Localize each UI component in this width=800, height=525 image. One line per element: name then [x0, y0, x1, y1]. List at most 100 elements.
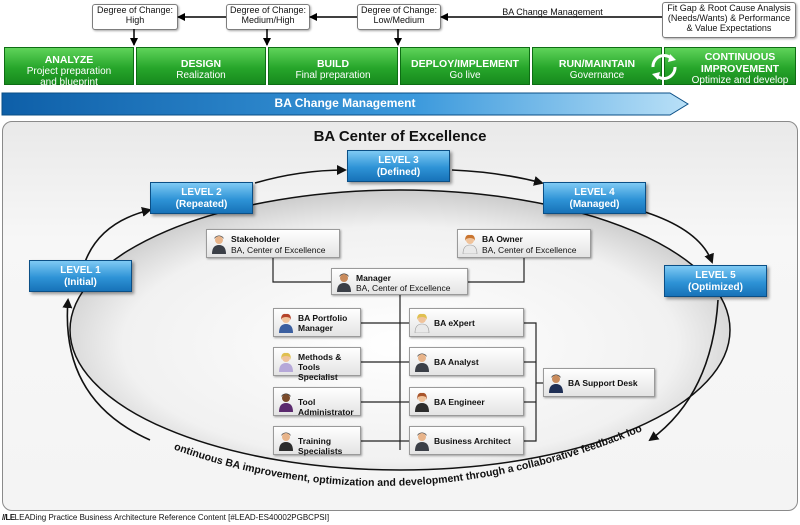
- role-ba-analyst: BA Analyst: [409, 347, 524, 376]
- fit-gap-analysis-box: Fit Gap & Root Cause Analysis (Needs/Wan…: [662, 2, 796, 38]
- role-training-specialists: Training Specialists: [273, 426, 361, 456]
- person-icon: [279, 393, 293, 412]
- level-state: (Managed): [569, 199, 620, 210]
- phase-title: CONTINUOUS IMPROVEMENT: [700, 51, 780, 75]
- phase-title: DEPLOY/IMPLEMENT: [411, 58, 519, 70]
- gap-box-line: High: [125, 15, 145, 25]
- person-icon: [279, 352, 293, 372]
- person-icon: [415, 392, 429, 412]
- level-5-box: LEVEL 5 (Optimized): [664, 265, 767, 297]
- phase-sub: and blueprint: [40, 77, 98, 88]
- role-ba-portfolio-manager: BA Portfolio Manager: [273, 308, 361, 337]
- phase-sub: Final preparation: [295, 70, 371, 81]
- gap-box-line: Degree of Change:: [360, 5, 438, 15]
- arrow-level3-to-level4: [451, 169, 544, 186]
- role-sub: BA, Center of Excellence: [482, 245, 577, 255]
- role-sub: BA, Center of Excellence: [356, 283, 451, 293]
- cycle-icon: [651, 54, 677, 80]
- phase-analyze: ANALYZE Project preparation and blueprin…: [4, 47, 134, 88]
- level-state: (Optimized): [688, 282, 743, 293]
- person-icon: [415, 432, 429, 451]
- person-icon: [279, 313, 293, 333]
- role-name: Manager: [356, 273, 391, 283]
- degree-of-change-medhigh-box: Degree of Change: Medium/High: [226, 4, 310, 30]
- role-name: BA Owner: [482, 234, 523, 244]
- person-icon: [462, 234, 478, 254]
- role-sub: BA, Center of Excellence: [231, 245, 326, 255]
- phase-sub: Project preparation: [26, 66, 112, 77]
- person-icon: [337, 273, 351, 292]
- top-change-arrows: [130, 13, 662, 46]
- phase-sub: Go live: [449, 70, 481, 81]
- phase-sub: Realization: [176, 70, 226, 81]
- phase-run-maintain: RUN/MAINTAIN Governance: [532, 47, 662, 85]
- phase-build: BUILD Final preparation: [268, 47, 398, 85]
- phase-title: RUN/MAINTAIN: [558, 58, 636, 70]
- role-ba-support-desk: BA Support Desk: [543, 368, 655, 397]
- role-name: Tool Administrator: [298, 397, 354, 417]
- role-name: BA Portfolio Manager: [298, 313, 348, 333]
- level-state: (Defined): [376, 167, 421, 178]
- person-icon: [415, 353, 429, 372]
- arrow-level1-to-level2: [84, 207, 152, 263]
- role-name: Training Specialists: [298, 436, 343, 456]
- level-state: (Repeated): [175, 199, 228, 210]
- person-icon: [279, 432, 293, 451]
- phase-title: ANALYZE: [44, 54, 94, 66]
- phase-continuous-improvement: CONTINUOUS IMPROVEMENT Optimize and deve…: [664, 47, 796, 86]
- role-methods-tools-specialist: Methods & Tools Specialist: [273, 347, 361, 382]
- arrow-level2-to-level3: [254, 165, 347, 184]
- phase-deploy: DEPLOY/IMPLEMENT Go live: [400, 47, 530, 85]
- gap-box-line: Medium/High: [241, 15, 295, 25]
- role-ba-expert: BA eXpert: [409, 308, 524, 337]
- level-1-box: LEVEL 1 (Initial): [29, 260, 132, 292]
- change-management-bar-label: BA Change Management: [274, 96, 416, 110]
- footer: //LELEADing Practice Business Architectu…: [2, 513, 329, 522]
- level-2-box: LEVEL 2 (Repeated): [150, 182, 253, 214]
- role-name: BA Support Desk: [568, 378, 638, 388]
- phase-sub: Governance: [569, 70, 625, 81]
- leading-practice-logo: //LE: [2, 513, 15, 522]
- person-icon: [414, 313, 430, 333]
- phase-title: DESIGN: [180, 58, 222, 70]
- phase-sub: Optimize and develop: [691, 75, 789, 86]
- role-name: BA Engineer: [434, 397, 485, 407]
- role-name: Methods & Tools Specialist: [298, 352, 342, 382]
- role-manager: Manager BA, Center of Excellence: [331, 268, 468, 295]
- top-arrow-label: BA Change Management: [502, 7, 603, 17]
- role-name: BA eXpert: [434, 318, 475, 328]
- role-ba-engineer: BA Engineer: [409, 387, 524, 416]
- level-name: LEVEL 4: [574, 187, 615, 198]
- gap-box-line: Degree of Change:: [229, 5, 307, 15]
- change-management-bar-shape: [1, 92, 689, 116]
- level-name: LEVEL 2: [181, 187, 222, 198]
- role-name: Business Architect: [434, 436, 511, 446]
- level-3-box: LEVEL 3 (Defined): [347, 150, 450, 182]
- level-4-box: LEVEL 4 (Managed): [543, 182, 646, 214]
- phase-design: DESIGN Realization: [136, 47, 266, 85]
- footer-text: LEADing Practice Business Architecture R…: [14, 513, 330, 522]
- level-name: LEVEL 5: [695, 270, 736, 281]
- arrow-level4-to-level5: [644, 211, 714, 264]
- person-icon: [549, 374, 563, 393]
- gap-box-line: Fit Gap & Root Cause Analysis: [667, 3, 791, 13]
- role-tool-administrator: Tool Administrator: [273, 387, 361, 417]
- org-connectors: [272, 258, 543, 450]
- level-name: LEVEL 1: [60, 265, 101, 276]
- role-business-architect: Business Architect: [409, 426, 524, 455]
- level-state: (Initial): [64, 277, 97, 288]
- person-icon: [212, 235, 226, 254]
- degree-of-change-high-box: Degree of Change: High: [92, 4, 178, 30]
- phase-title: BUILD: [316, 58, 350, 70]
- arrow-loop-to-level1: [62, 298, 151, 441]
- gap-box-line: Degree of Change:: [96, 5, 174, 15]
- gap-box-line: Low/Medium: [373, 15, 425, 25]
- gap-box-line: (Needs/Wants) & Performance: [667, 13, 791, 23]
- gap-box-line: & Value Expectations: [686, 23, 772, 33]
- role-stakeholder: Stakeholder BA, Center of Excellence: [206, 229, 340, 258]
- role-ba-owner: BA Owner BA, Center of Excellence: [457, 229, 591, 258]
- role-name: BA Analyst: [434, 357, 479, 367]
- coe-title: BA Center of Excellence: [313, 128, 487, 145]
- role-name: Stakeholder: [231, 234, 280, 244]
- level-name: LEVEL 3: [378, 155, 419, 166]
